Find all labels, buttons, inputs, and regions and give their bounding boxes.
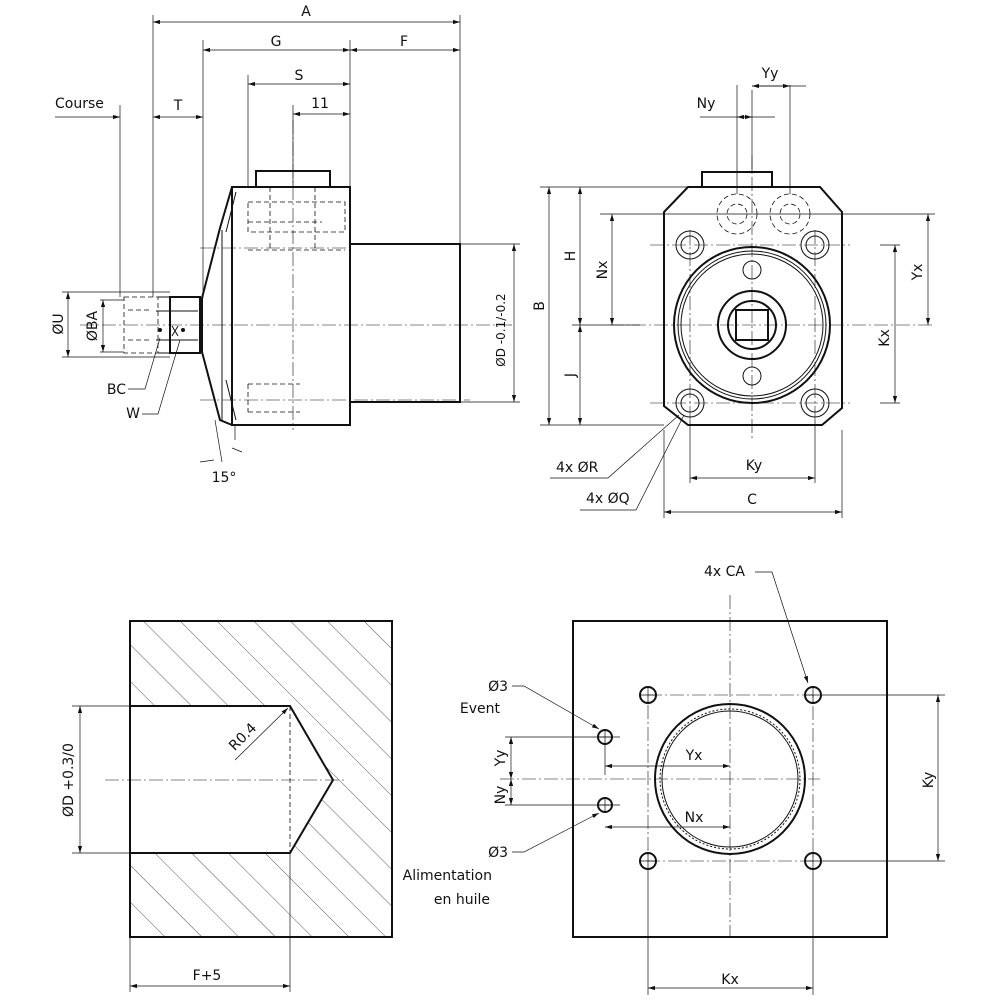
BC-label: BC [107, 382, 126, 398]
plate-Ny-label: Ny [493, 786, 509, 805]
side-view: A G F S 11 Course T ØU ØBA BC W 15° [51, 4, 520, 486]
vent-dia-label: Ø3 [488, 679, 508, 695]
dim-F5-label: F+5 [193, 968, 222, 984]
flange-outline [663, 186, 843, 426]
dim-BA-label: ØBA [85, 310, 101, 341]
dim-11-label: 11 [311, 96, 329, 112]
course-label: Course [55, 96, 104, 112]
plate-Yx-label: Yx [685, 748, 703, 764]
plate-Kx-label: Kx [721, 972, 738, 988]
dim-D-bore-label: ØD +0.3/0 [61, 743, 77, 817]
vent-label: Event [460, 701, 501, 717]
angle-label: 15° [212, 470, 237, 486]
section-block-outline [129, 620, 393, 938]
dim-Yy-label: Yy [761, 66, 779, 82]
plate-Nx-label: Nx [685, 810, 704, 826]
oil-dia-label: Ø3 [488, 845, 508, 861]
dim-H-label: H [563, 251, 579, 262]
rear-cylinder [349, 243, 461, 403]
dim-D-tol-label: ØD -0.1/-0.2 [494, 293, 508, 366]
dim-Kx-label: Kx [877, 329, 893, 346]
plate-Ky-label: Ky [921, 772, 937, 788]
body-outline [231, 186, 351, 426]
front-flange [201, 186, 233, 426]
bore-section-view: ØD +0.3/0 R0.4 F+5 [61, 620, 393, 992]
mounting-plate-view: Ky Kx Yy Ny Yx Nx 4x CA Ø3 Event Ø3 Alim… [403, 564, 945, 995]
mounting-holes [675, 230, 830, 418]
dim-T-label: T [173, 98, 183, 114]
dim-Ny-label: Ny [697, 96, 716, 112]
Q-label: 4x ØQ [586, 491, 630, 507]
dim-U-label: ØU [51, 313, 67, 334]
oil-label-1: Alimentation [403, 868, 492, 884]
plate-Yy-label: Yy [493, 750, 509, 768]
dim-Ky-label: Ky [746, 458, 762, 474]
dim-J-label: J [563, 373, 579, 378]
CA-label: 4x CA [704, 564, 745, 580]
front-view: Yy Ny B H J Nx Yx Kx Ky C 4x ØR 4x ØQ [532, 66, 935, 518]
R-label: 4x ØR [556, 460, 599, 476]
dim-C-label: C [747, 492, 757, 508]
dim-F-label: F [400, 34, 408, 50]
dim-B-label: B [532, 301, 548, 311]
dim-G-label: G [271, 34, 282, 50]
W-label: W [126, 406, 140, 422]
dim-Yx-label: Yx [910, 264, 926, 282]
dim-S-label: S [295, 68, 304, 84]
plate-bore [654, 703, 806, 855]
oil-label-2: en huile [434, 892, 490, 908]
dim-Nx-label: Nx [595, 261, 611, 280]
dim-A-label: A [301, 4, 311, 20]
